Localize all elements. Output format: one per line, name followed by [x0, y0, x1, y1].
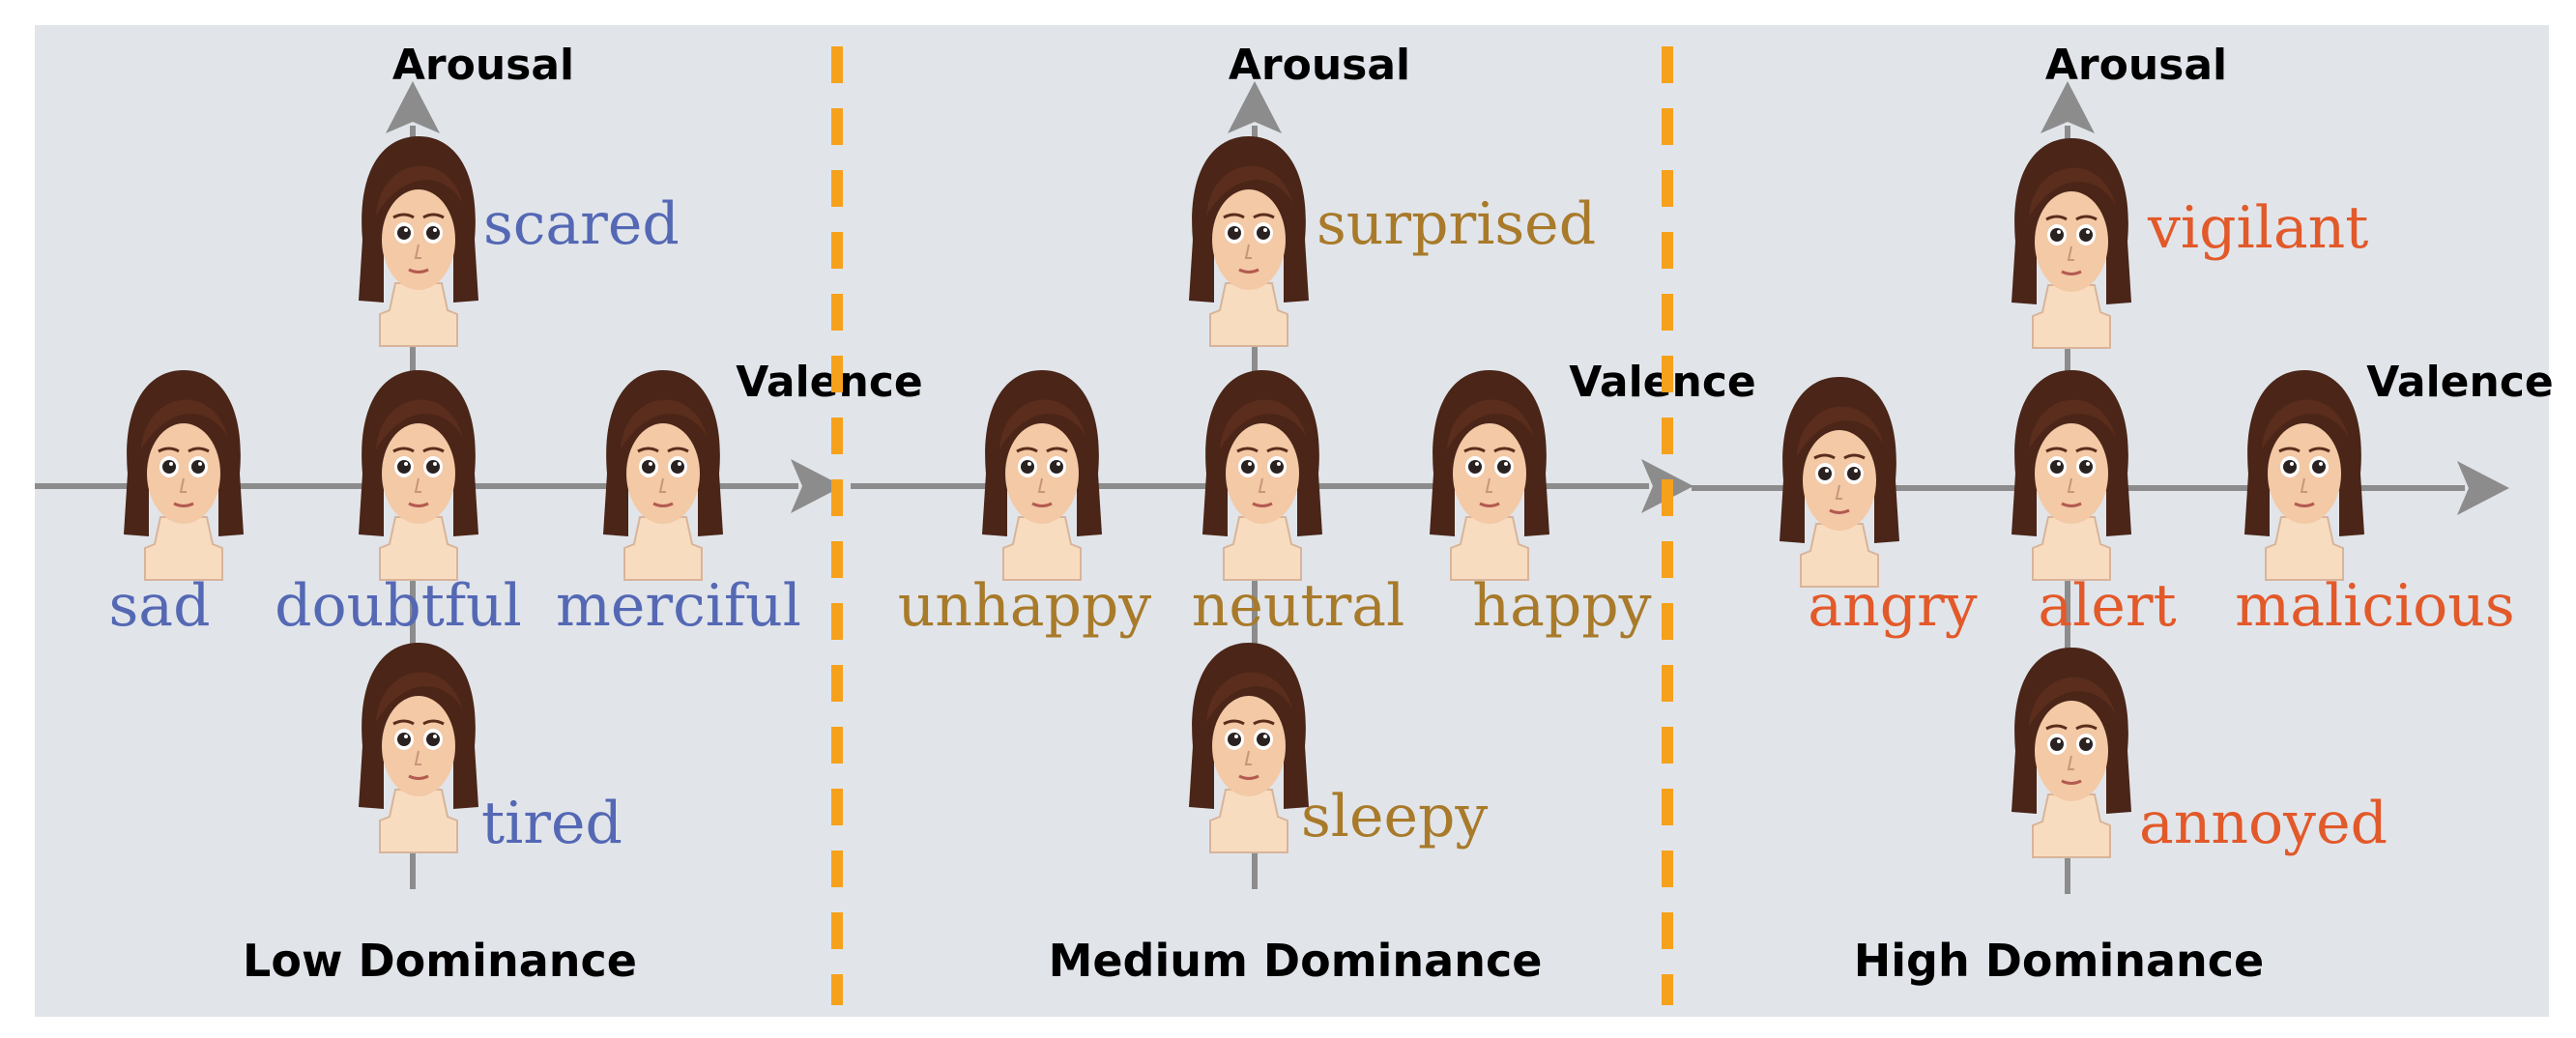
avatar-surprised — [1187, 134, 1311, 348]
panel-high-dominance: Arousal Valence vigilant angry alert mal… — [1692, 41, 2554, 987]
arousal-arrowhead — [386, 81, 440, 133]
emotion-label-happy: happy — [1472, 572, 1651, 640]
avatar-neutral — [1201, 368, 1324, 582]
emotion-label-alert: alert — [2038, 572, 2176, 640]
valence-label: Valence — [2366, 358, 2554, 407]
emotion-label-annoyed: annoyed — [2139, 790, 2388, 857]
avatar-happy — [1428, 368, 1551, 582]
emotion-label-sad: sad — [109, 572, 211, 640]
avatar-angry — [1778, 375, 1901, 589]
emotion-label-vigilant: vigilant — [2147, 194, 2368, 262]
emotion-label-unhappy: unhappy — [898, 572, 1152, 640]
emotion-label-neutral: neutral — [1192, 572, 1405, 640]
avatar-unhappy — [980, 368, 1104, 582]
emotion-label-scared: scared — [483, 190, 680, 258]
arousal-label: Arousal — [1229, 41, 1410, 90]
panel-low-dominance: Arousal Valence scared sad doubtful merc… — [35, 41, 923, 987]
valence-label: Valence — [736, 358, 923, 407]
emotion-label-angry: angry — [1808, 572, 1978, 640]
avatar-doubtful — [357, 368, 480, 582]
avatar-merciful — [601, 368, 725, 582]
arousal-label: Arousal — [392, 41, 574, 90]
arousal-arrowhead — [2041, 81, 2095, 133]
avatar-sad — [122, 368, 246, 582]
dominance-label: High Dominance — [1854, 935, 2264, 987]
avatar-alert — [2010, 368, 2133, 582]
avatar-annoyed — [2010, 646, 2133, 859]
dominance-label: Low Dominance — [243, 935, 637, 987]
valence-arrowhead — [791, 459, 843, 513]
valence-arrowhead — [2457, 461, 2509, 515]
avatar-malicious — [2243, 368, 2366, 582]
emotion-label-tired: tired — [481, 790, 622, 857]
dominance-label: Medium Dominance — [1049, 935, 1543, 987]
arousal-arrowhead — [1228, 81, 1282, 133]
avatar-tired — [357, 641, 480, 854]
emotion-label-merciful: merciful — [556, 572, 801, 640]
arousal-label: Arousal — [2045, 41, 2227, 90]
avatar-scared — [357, 134, 480, 348]
avatar-sleepy — [1187, 641, 1311, 854]
emotion-label-doubtful: doubtful — [275, 572, 522, 640]
emotion-label-surprised: surprised — [1317, 190, 1596, 258]
panel-medium-dominance: Arousal Valence surprised unhappy neutra… — [851, 41, 1756, 987]
emotion-label-sleepy: sleepy — [1301, 783, 1488, 851]
emotion-label-malicious: malicious — [2235, 572, 2514, 640]
avatar-vigilant — [2010, 136, 2133, 350]
